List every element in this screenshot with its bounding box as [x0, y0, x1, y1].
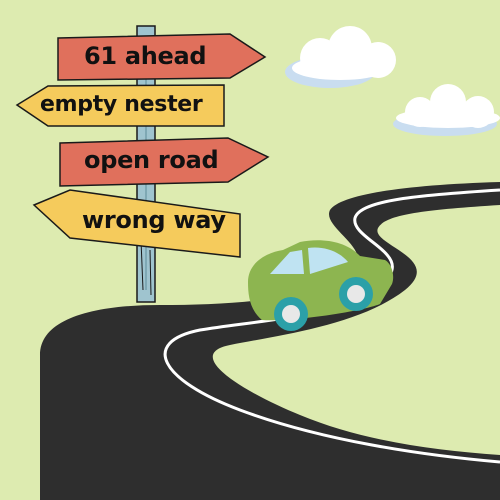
cloud-icon — [393, 84, 500, 136]
sign-board-1 — [57, 33, 267, 81]
sign-board-2 — [15, 84, 225, 127]
sign-board-4 — [32, 189, 241, 258]
sign-board-3 — [59, 137, 270, 187]
car-icon — [248, 240, 394, 331]
sign-text-open-road: open road — [84, 146, 219, 174]
cloud-icon — [285, 26, 396, 88]
sign-text-61-ahead: 61 ahead — [84, 42, 207, 70]
sign-text-empty-nester: empty nester — [40, 92, 203, 117]
sign-text-wrong-way: wrong way — [82, 206, 226, 234]
